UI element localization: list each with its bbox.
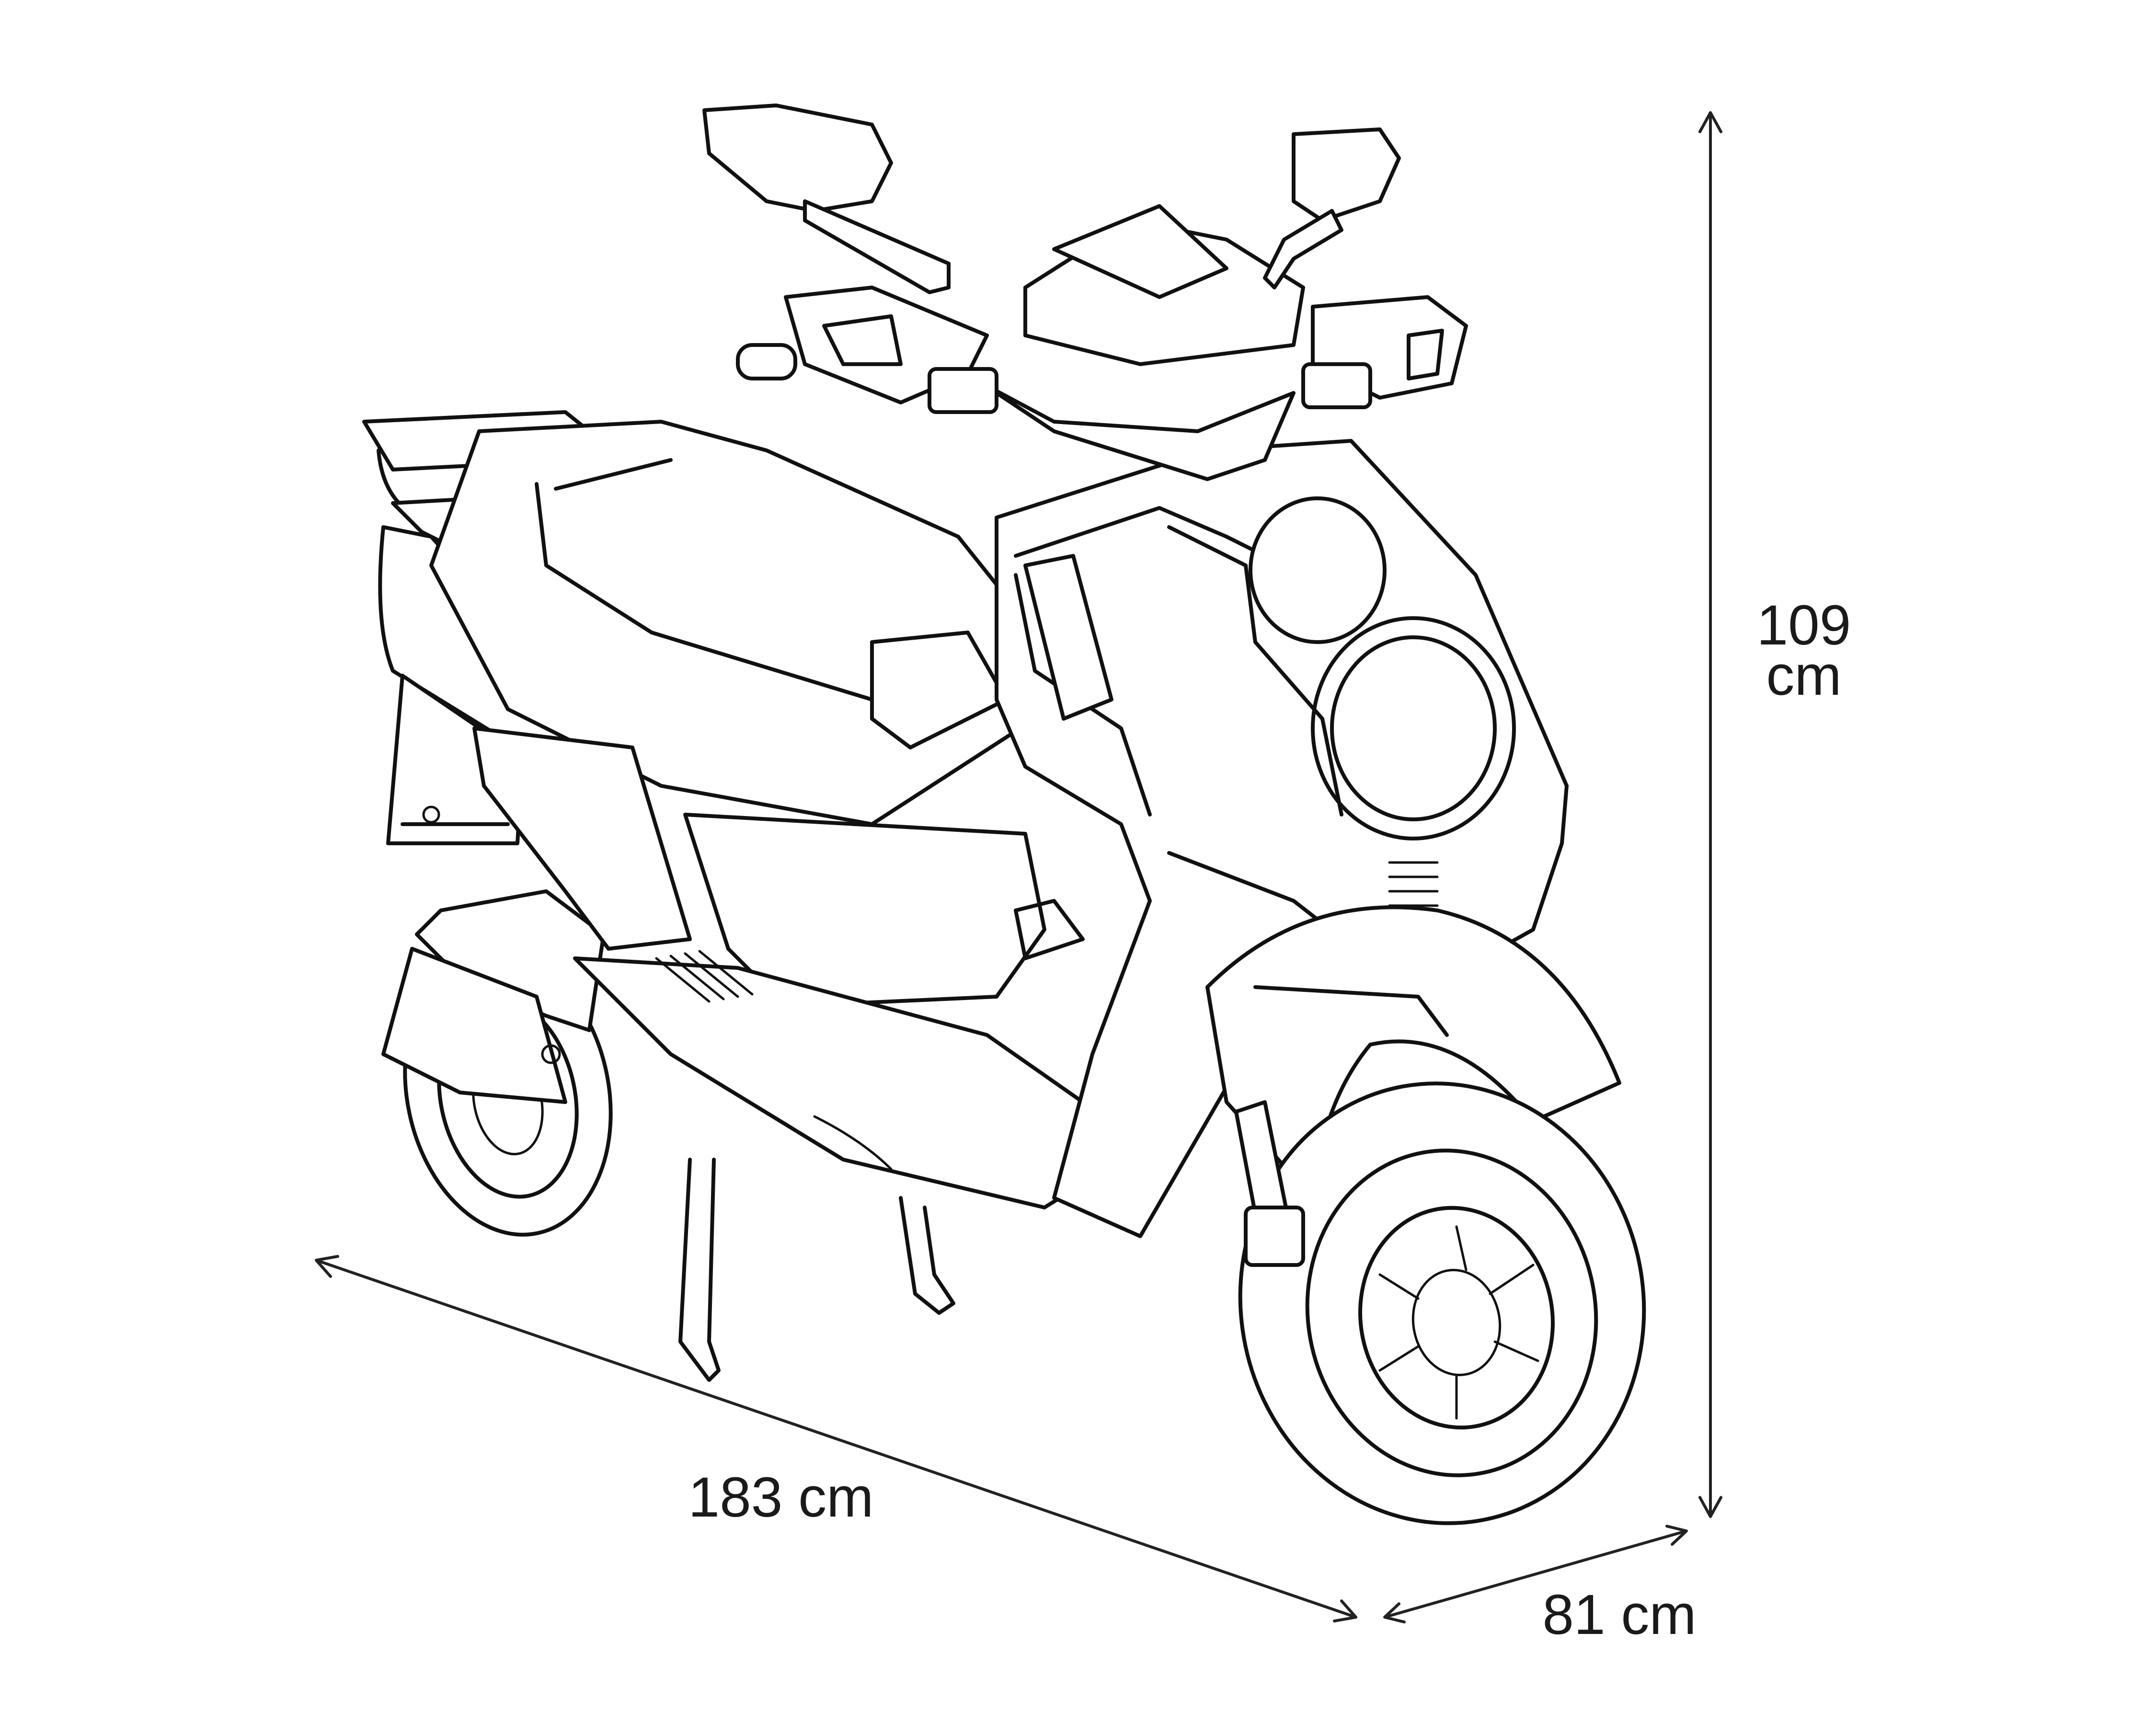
height-arrow-bottom-icon <box>1698 1496 1722 1518</box>
length-arrow-end-icon <box>1333 1599 1357 1622</box>
width-arrow-end-icon <box>1665 1525 1688 1546</box>
front-fender <box>1205 905 1621 1200</box>
side-panel <box>472 726 1123 1209</box>
front-wheel <box>1234 1081 1646 1525</box>
width-dimension-line <box>1384 1530 1687 1619</box>
height-arrow-top-icon <box>1698 111 1722 133</box>
mirrors <box>702 104 1401 294</box>
scooter-illustration <box>362 104 1646 1525</box>
dimension-lines <box>315 111 1722 1623</box>
kickstand <box>678 1158 955 1382</box>
width-label: 81 cm <box>1542 1583 1696 1646</box>
height-unit-label: cm <box>1766 644 1841 707</box>
length-label: 183 cm <box>688 1466 874 1529</box>
front-body <box>995 439 1569 1238</box>
length-arrow-start-icon <box>315 1255 339 1278</box>
length-dimension-line <box>316 1259 1356 1619</box>
height-value-label: 109 <box>1757 594 1851 657</box>
width-arrow-start-icon <box>1383 1602 1406 1623</box>
handlebar <box>736 204 1468 481</box>
